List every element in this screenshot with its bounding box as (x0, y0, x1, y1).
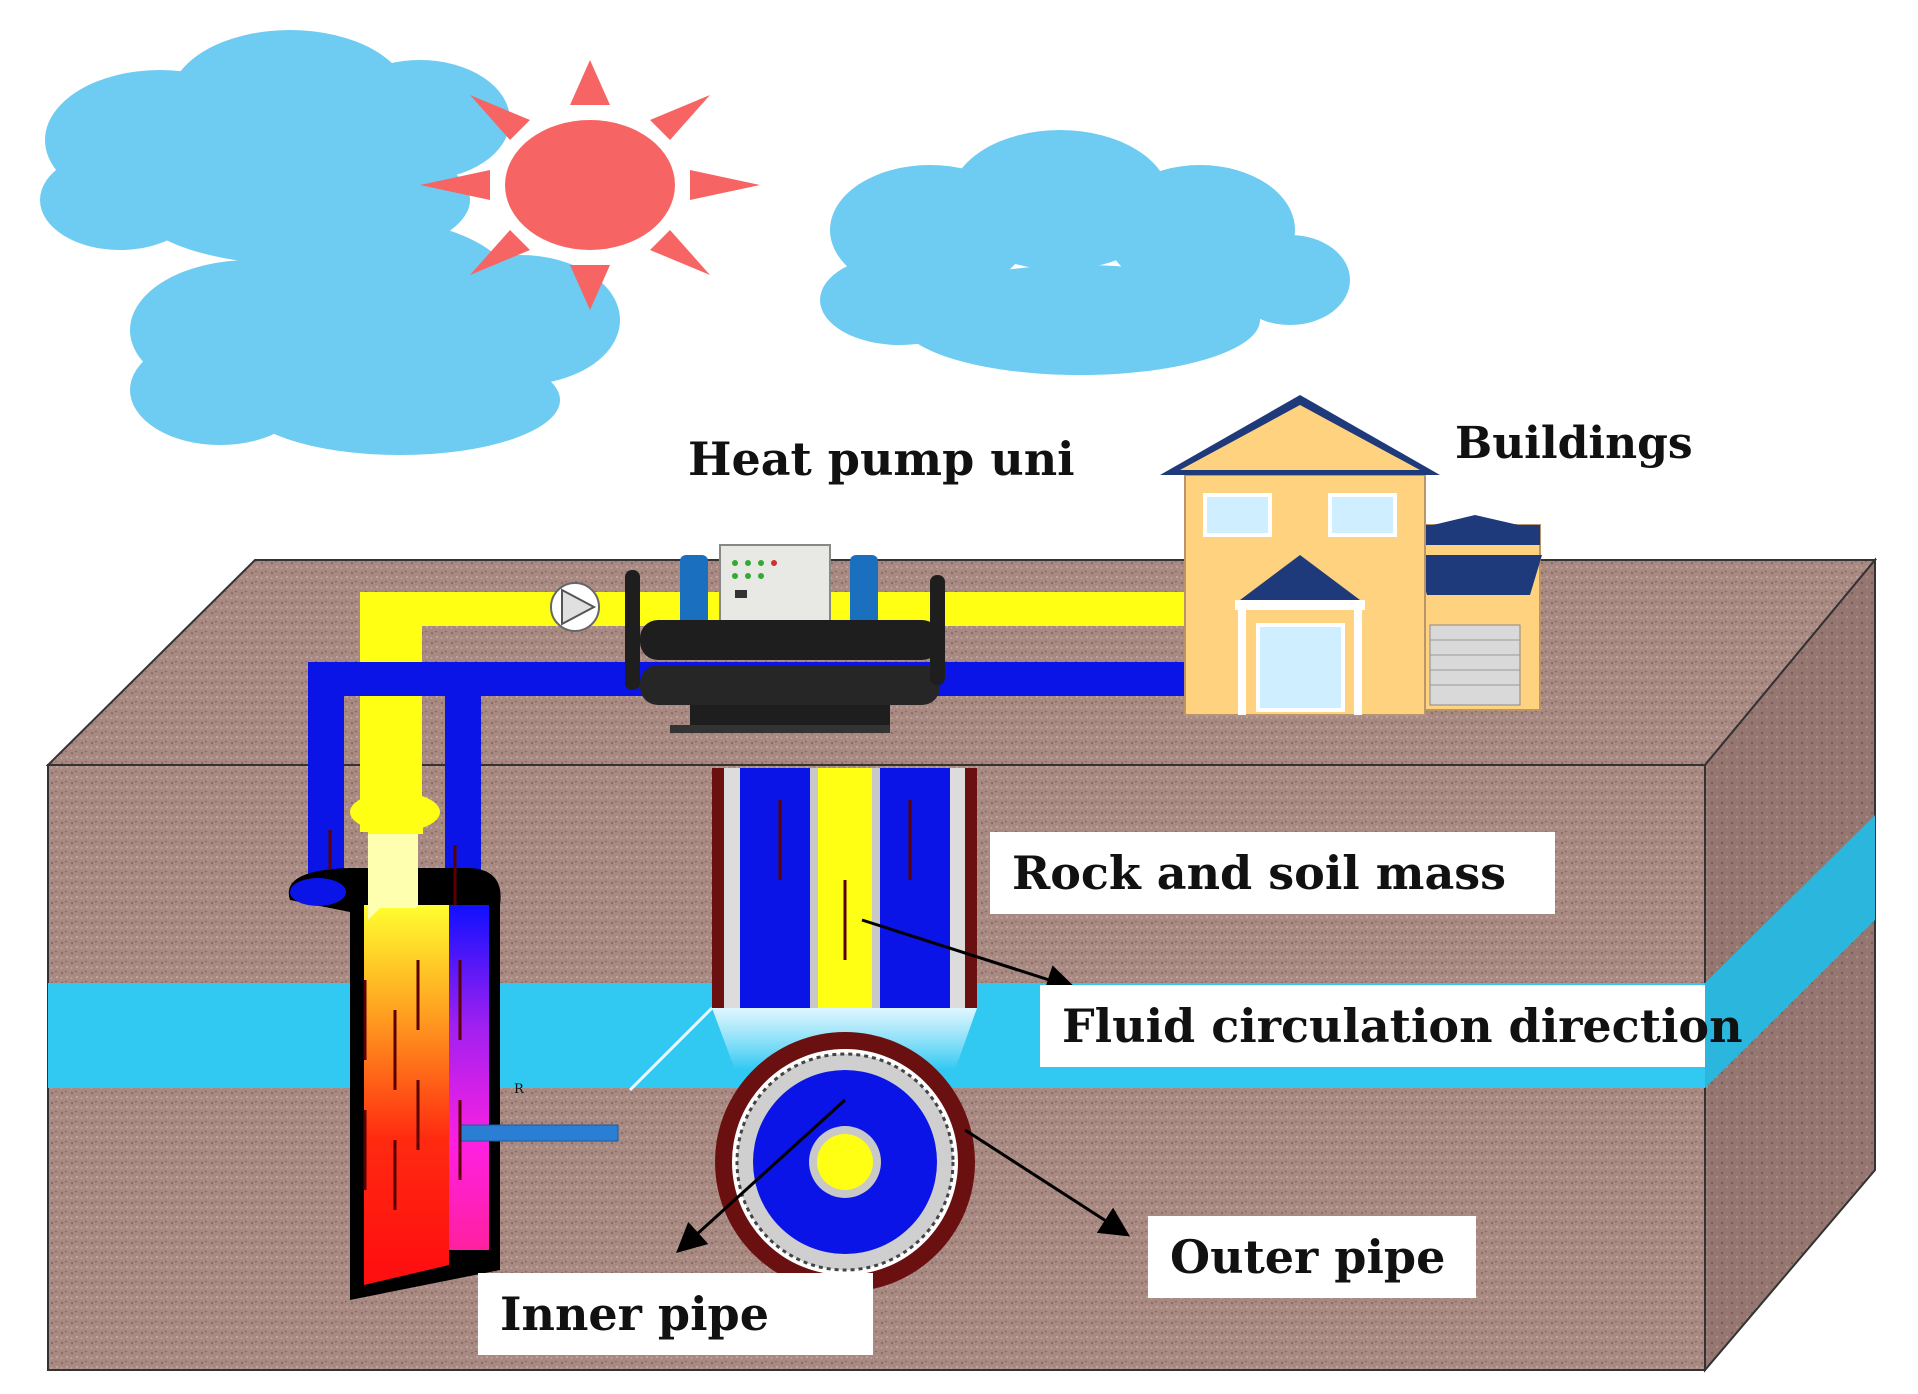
heat-pump-unit-icon (625, 544, 945, 733)
inner-pipe-label: Inner pipe (478, 1273, 873, 1355)
deep-borehole (288, 792, 619, 1300)
buildings-label: Buildings (1455, 418, 1693, 469)
heat-pump-label: Heat pump uni (688, 432, 1075, 486)
fluid-direction-label: Fluid circulation direction (1040, 985, 1743, 1067)
house-icon (1160, 395, 1542, 716)
flow-arrow-icon (328, 830, 462, 1210)
cloud-icon (40, 30, 510, 265)
pipe-cross-section (715, 1032, 975, 1292)
outer-pipe-label: Outer pipe (1148, 1216, 1476, 1298)
leader-arrows (676, 918, 1131, 1254)
flow-arrow-icon (778, 800, 912, 960)
small-mark-label: R (514, 1082, 524, 1097)
circulation-pump-icon (550, 582, 600, 632)
sun-icon (420, 60, 760, 310)
cloud-icon (130, 220, 620, 455)
pipe-section-vertical (712, 768, 977, 1008)
rock-soil-label: Rock and soil mass (990, 832, 1555, 914)
projection-line (628, 1006, 714, 1092)
cloud-icon (820, 130, 1350, 375)
